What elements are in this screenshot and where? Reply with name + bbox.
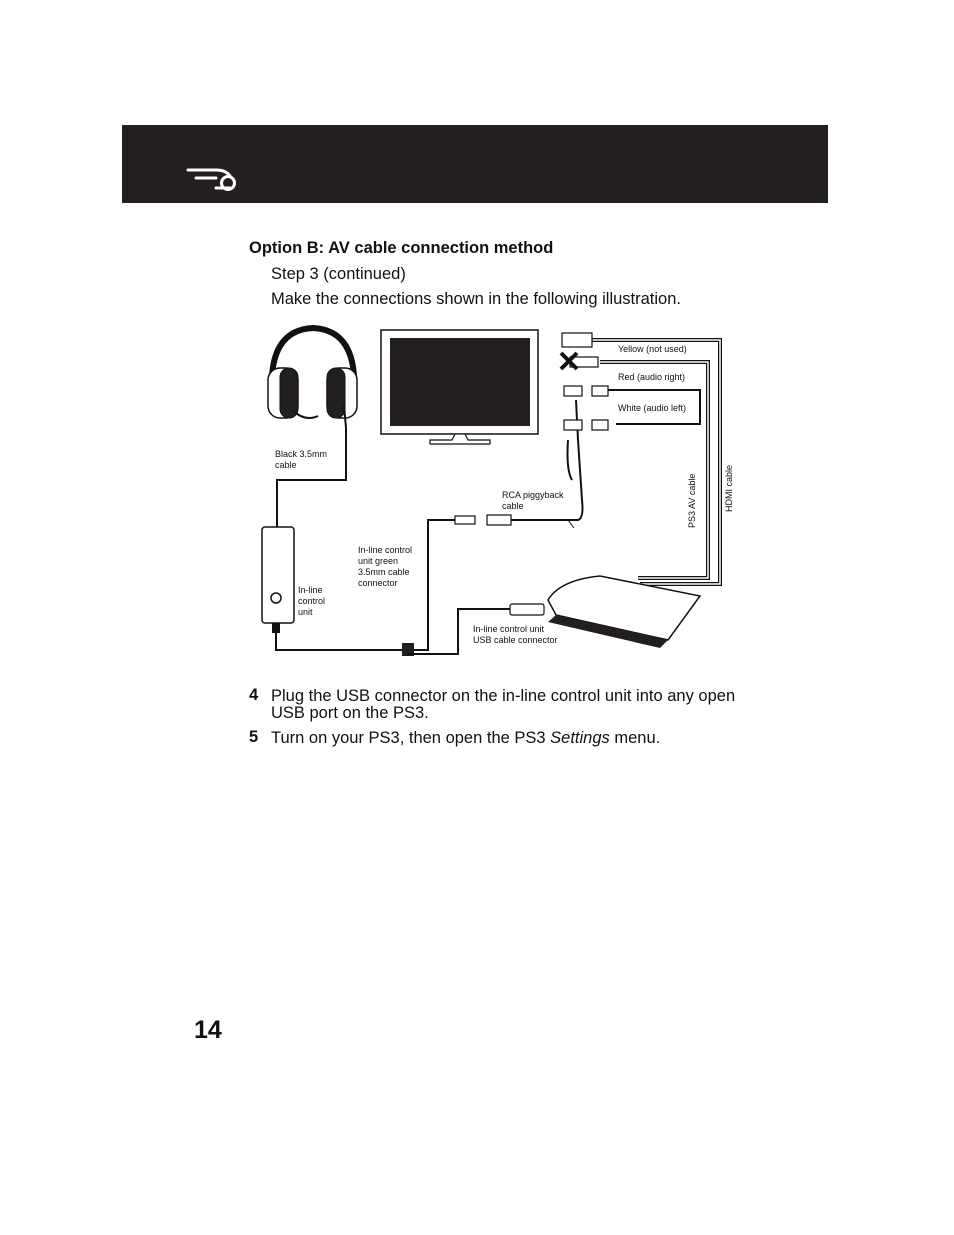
label-inline-green-1: In-line control	[358, 545, 412, 555]
label-inline-green-3: 3.5mm cable	[358, 567, 410, 577]
step-5-text: Turn on your PS3, then open the PS3 Sett…	[271, 730, 741, 747]
label-red: Red (audio right)	[618, 372, 685, 382]
headset-illustration	[267, 324, 358, 429]
label-hdmi: HDMI cable	[724, 465, 734, 512]
label-rca-2: cable	[502, 501, 524, 511]
page-number: 14	[194, 1016, 222, 1044]
step-4-text: Plug the USB connector on the in-line co…	[271, 687, 736, 722]
label-inline-unit-1: In-line	[298, 585, 323, 595]
label-ps3-av: PS3 AV cable	[687, 474, 697, 528]
label-inline-unit-2: control	[298, 596, 325, 606]
section-title: Option B: AV cable connection method	[249, 239, 554, 257]
step3-heading: Step 3 (continued)	[271, 265, 406, 283]
step-5-settings: Settings	[550, 729, 610, 747]
label-inline-green-2: unit green	[358, 556, 398, 566]
label-usb-conn-1: In-line control unit	[473, 624, 545, 634]
step3-intro: Make the connections shown in the follow…	[271, 290, 681, 308]
step-5-number: 5	[249, 728, 259, 746]
label-black-cable-2: cable	[275, 460, 297, 470]
inline-control-unit	[261, 526, 295, 633]
header-banner	[122, 125, 828, 203]
label-black-cable-1: Black 3.5mm	[275, 449, 327, 459]
label-usb-conn-2: USB cable connector	[473, 635, 558, 645]
label-inline-green-4: connector	[358, 578, 398, 588]
label-yellow: Yellow (not used)	[618, 344, 687, 354]
brand-logo-icon	[186, 168, 236, 191]
ps3-illustration	[547, 575, 702, 648]
step-5-text-after: menu.	[609, 729, 661, 747]
label-rca-1: RCA piggyback	[502, 490, 564, 500]
step-4-number: 4	[249, 686, 259, 704]
label-white: White (audio left)	[618, 403, 686, 413]
label-inline-unit-3: unit	[298, 607, 313, 617]
step-5-text-before: Turn on your PS3, then open the PS3	[271, 729, 551, 747]
tv-illustration	[380, 329, 539, 445]
